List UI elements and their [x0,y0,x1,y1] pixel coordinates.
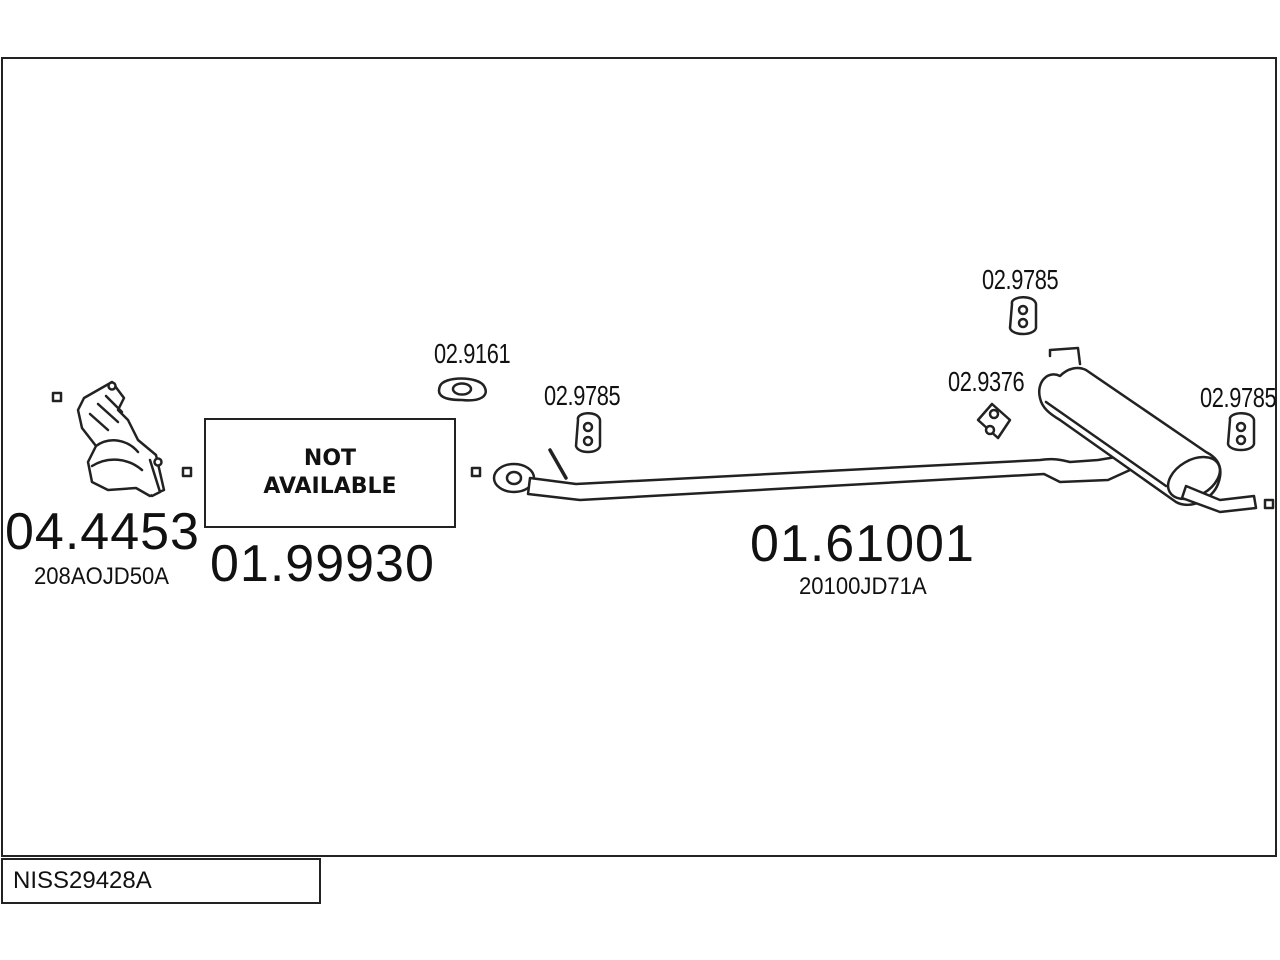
rear-silencer-oe: 20100JD71A [799,573,927,600]
rear-silencer-code[interactable]: 01.61001 [750,515,975,573]
rubber-mount-mid-code[interactable]: 02.9376 [948,366,1025,397]
rubber-mount-top-icon[interactable] [1008,296,1038,336]
rubber-mount-top-code[interactable]: 02.9785 [982,264,1059,295]
not-available-box[interactable]: NOT AVAILABLE [204,418,456,528]
rubber-mount-rear-icon[interactable] [1226,412,1256,452]
connection-marker [470,466,482,478]
not-available-text: NOT AVAILABLE [263,446,397,499]
catalytic-converter-oe: 208AOJD50A [34,563,170,590]
gasket-icon[interactable] [437,377,487,402]
rubber-mount-front-icon[interactable] [574,412,602,454]
gasket-code[interactable]: 02.9161 [434,338,511,369]
rear-silencer-assembly-icon[interactable] [492,346,1258,514]
connection-marker [1263,498,1275,510]
rubber-mount-front-code[interactable]: 02.9785 [544,380,621,411]
reference-label: NISS29428A [1,858,321,904]
connection-marker [51,391,63,403]
diagram-frame [1,57,1277,857]
rubber-mount-rear-code[interactable]: 02.9785 [1200,382,1277,413]
catalytic-converter-code[interactable]: 04.4453 [5,503,200,561]
connection-marker [181,466,193,478]
not-available-code[interactable]: 01.99930 [210,535,435,593]
rubber-mount-mid-icon[interactable] [976,402,1012,440]
catalytic-converter-icon[interactable] [76,380,166,498]
